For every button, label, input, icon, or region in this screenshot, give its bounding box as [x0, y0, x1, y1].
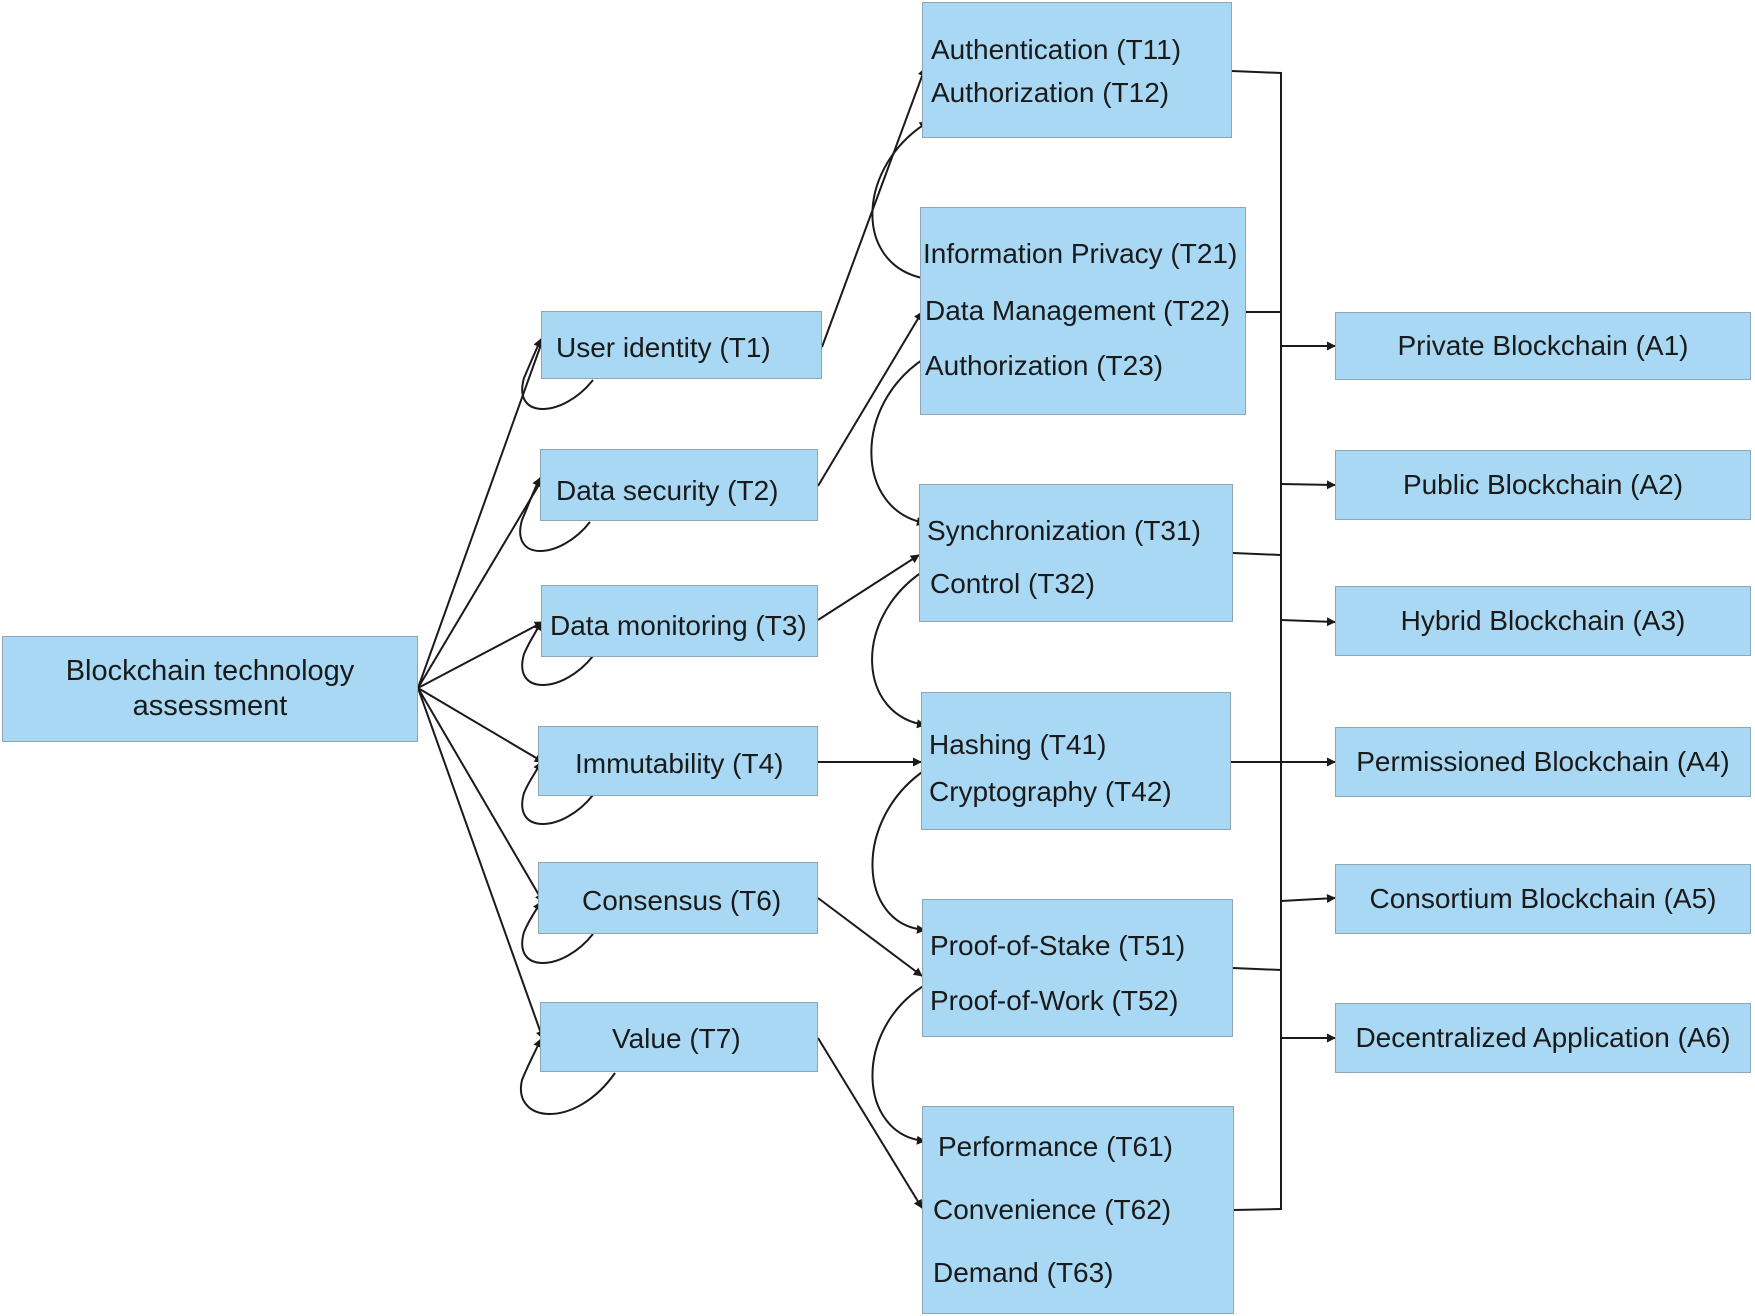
edge-bus-a5 — [1280, 893, 1336, 903]
loop-t6 — [521, 901, 594, 964]
edge-root-t6 — [417, 687, 544, 903]
edge-bus-a3 — [1280, 617, 1336, 627]
arc-g5-g6 — [871, 984, 926, 1145]
alternative-a2: Public Blockchain (A2) — [1335, 450, 1751, 520]
subcriterion-label: Authentication (T11) — [931, 34, 1182, 65]
edge-t2-g2 — [817, 311, 923, 487]
edge-t3-g3 — [817, 554, 920, 621]
subcriterion-label: Control (T32) — [930, 568, 1095, 599]
subcriteria-group-t3: Synchronization (T31) Control (T32) — [919, 484, 1233, 622]
arc-g2-g3 — [870, 357, 926, 526]
root-node: Blockchain technology assessment — [2, 636, 418, 742]
criterion-t1: User identity (T1) — [541, 311, 822, 379]
criterion-label: Value (T7) — [612, 1023, 741, 1054]
criterion-t6: Consensus (T6) — [538, 862, 818, 934]
subcriteria-group-t6: Performance (T61) Convenience (T62) Dema… — [922, 1106, 1234, 1314]
subcriterion-label: Proof-of-Work (T52) — [930, 985, 1179, 1016]
subcriterion-label: Data Management (T22) — [925, 295, 1231, 326]
criterion-t4: Immutability (T4) — [538, 726, 818, 796]
edge-bus-a2 — [1280, 480, 1336, 490]
alternative-label: Hybrid Blockchain (A3) — [1400, 605, 1686, 636]
alternative-a4: Permissioned Blockchain (A4) — [1335, 727, 1751, 797]
alternative-label: Decentralized Application (A6) — [1355, 1022, 1731, 1053]
edge-root-t3 — [417, 621, 544, 689]
subcriterion-label: Authorization (T12) — [931, 77, 1170, 108]
alternative-label: Permissioned Blockchain (A4) — [1356, 746, 1730, 777]
subcriterion-label: Convenience (T62) — [933, 1194, 1172, 1225]
arc-g2-g1 — [871, 121, 929, 279]
criterion-label: User identity (T1) — [556, 332, 771, 363]
arc-g3-g4 — [871, 571, 926, 729]
alternative-a3: Hybrid Blockchain (A3) — [1335, 586, 1751, 656]
criterion-label: Consensus (T6) — [582, 885, 782, 916]
bus-g3 — [1232, 552, 1282, 556]
criterion-t3: Data monitoring (T3) — [541, 585, 818, 657]
loop-t1 — [521, 338, 594, 410]
edge-t6-g5 — [817, 897, 923, 977]
alternative-label: Private Blockchain (A1) — [1397, 330, 1689, 361]
subcriterion-label: Synchronization (T31) — [927, 515, 1201, 546]
subcriterion-label: Hashing (T41) — [929, 729, 1107, 760]
subcriterion-label: Authorization (T23) — [925, 350, 1164, 381]
subcriteria-group-t5: Proof-of-Stake (T51) Proof-of-Work (T52) — [922, 899, 1233, 1037]
root-label: Blockchain technology assessment — [65, 655, 355, 722]
subcriterion-label: Information Privacy (T21) — [923, 238, 1238, 269]
subcriteria-group-t1: Authentication (T11) Authorization (T12) — [922, 2, 1232, 138]
bus-g5 — [1232, 967, 1282, 971]
loop-t7 — [519, 1038, 616, 1115]
edge-root-t4 — [417, 687, 544, 763]
subcriteria-group-t4: Hashing (T41) Cryptography (T42) — [921, 692, 1231, 830]
loop-t4 — [521, 761, 594, 825]
criterion-t7: Value (T7) — [540, 1002, 818, 1072]
subcriterion-label: Performance (T61) — [938, 1131, 1173, 1162]
edge-root-t1 — [417, 338, 545, 689]
criterion-label: Immutability (T4) — [575, 748, 784, 779]
criterion-label: Data monitoring (T3) — [550, 610, 807, 641]
bus-g6 — [1233, 1208, 1282, 1211]
edge-root-t2 — [417, 477, 544, 689]
alternative-label: Consortium Blockchain (A5) — [1369, 883, 1717, 914]
loop-t2 — [519, 477, 591, 552]
subcriterion-label: Proof-of-Stake (T51) — [930, 930, 1186, 961]
criterion-label: Data security (T2) — [556, 475, 779, 506]
bus-g1 — [1231, 70, 1282, 1210]
loop-t3 — [521, 621, 594, 686]
alternative-a1: Private Blockchain (A1) — [1335, 312, 1751, 380]
alternative-label: Public Blockchain (A2) — [1402, 469, 1684, 500]
alternative-a5: Consortium Blockchain (A5) — [1335, 864, 1751, 934]
edge-root-t7 — [417, 687, 545, 1040]
arc-g4-g5 — [871, 769, 926, 934]
alternative-a6: Decentralized Application (A6) — [1335, 1003, 1751, 1073]
subcriterion-label: Cryptography (T42) — [929, 776, 1172, 807]
criterion-t2: Data security (T2) — [540, 449, 818, 521]
subcriterion-label: Demand (T63) — [933, 1257, 1114, 1288]
edge-t7-g6 — [817, 1037, 923, 1209]
subcriteria-group-t2: Information Privacy (T21) Data Managemen… — [920, 207, 1246, 415]
